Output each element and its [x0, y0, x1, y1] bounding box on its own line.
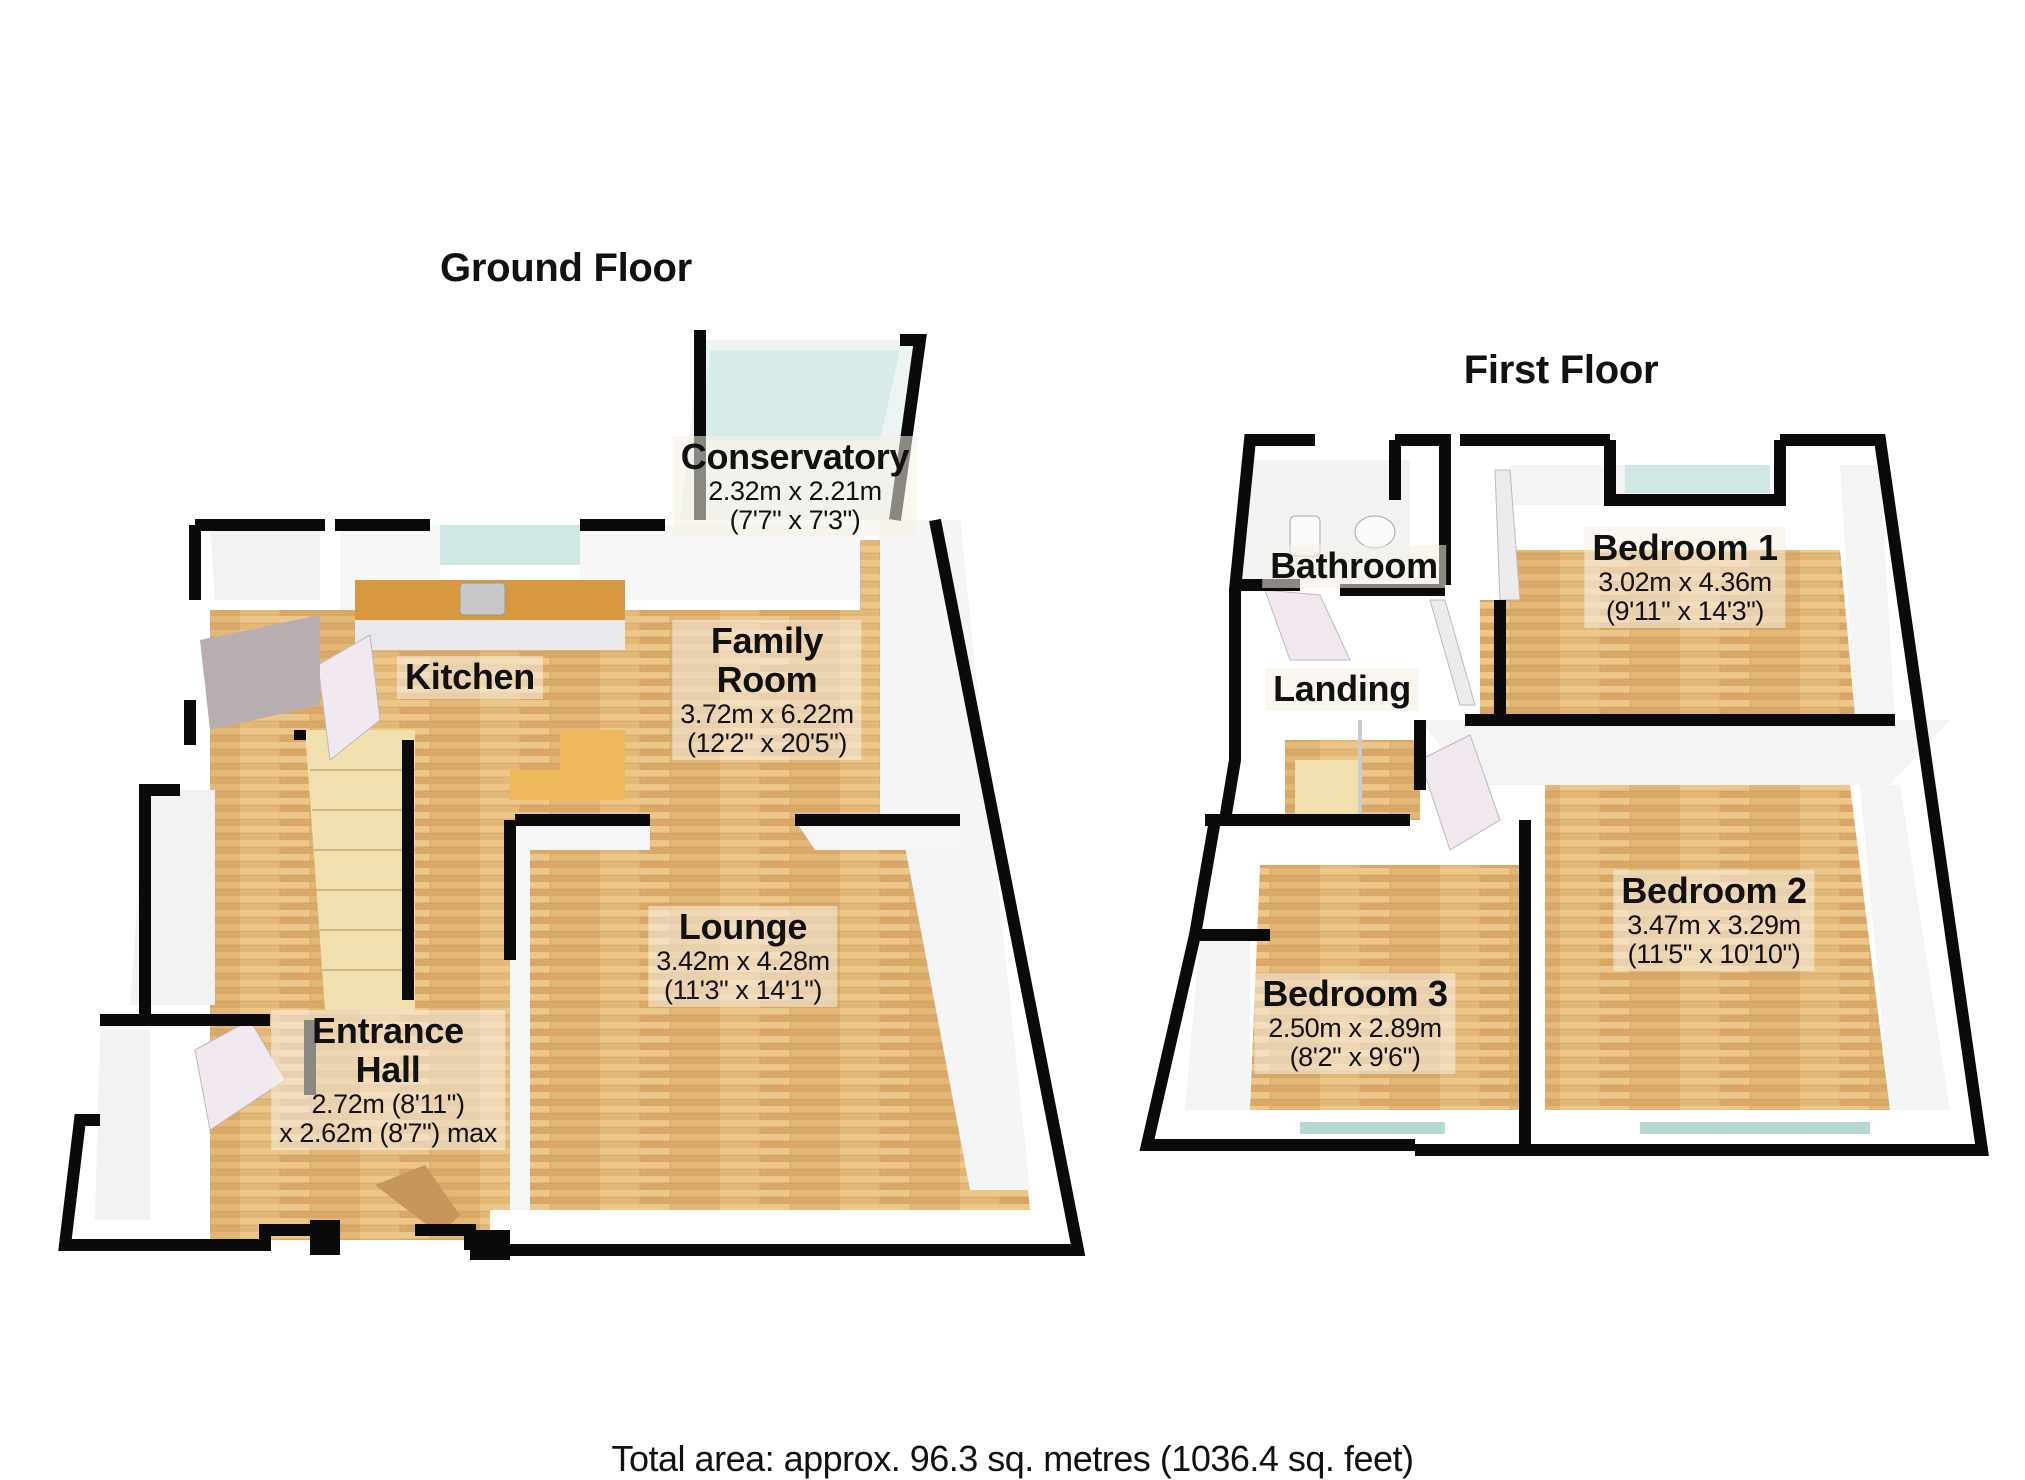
room-name: Bedroom 3 — [1262, 973, 1448, 1014]
room-dimensions-metric: 3.72m x 6.22m — [680, 698, 854, 729]
room-dimensions-metric: 2.32m x 2.21m — [708, 475, 882, 506]
room-name-line1: Family — [710, 620, 824, 661]
room-name: Conservatory — [680, 436, 910, 477]
room-name: Landing — [1273, 668, 1411, 709]
room-name-line1: Entrance — [312, 1010, 464, 1051]
sink-icon — [459, 582, 506, 616]
room-dimensions-imperial: (7'7" x 7'3") — [729, 505, 861, 536]
room-dimensions-line1: 2.72m (8'11") — [311, 1088, 465, 1119]
room-dimensions-imperial: (8'2" x 9'6") — [1289, 1042, 1421, 1073]
bathroom-door — [1264, 589, 1351, 661]
room-label-bedroom-1: Bedroom 1 3.02m x 4.36m (9'11" x 14'3") — [1584, 527, 1786, 629]
room-name: Lounge — [678, 906, 808, 947]
cupboard-door — [200, 615, 320, 730]
kitchen-cabinets — [355, 620, 625, 650]
room-name-line2: Hall — [355, 1048, 421, 1090]
room-label-bedroom-3: Bedroom 3 2.50m x 2.89m (8'2" x 9'6") — [1254, 973, 1456, 1075]
ground-stairs — [305, 730, 415, 1010]
room-dimensions-imperial: (12'2" x 20'5") — [686, 727, 848, 758]
room-label-conservatory: Conservatory 2.32m x 2.21m (7'7" x 7'3") — [672, 436, 918, 538]
room-name: Bathroom — [1270, 545, 1438, 586]
wardrobe-door — [1494, 469, 1521, 601]
first-floor-title: First Floor — [1463, 348, 1659, 392]
bedroom3-door — [1419, 734, 1501, 851]
basin-icon — [1354, 515, 1396, 549]
room-dimensions-imperial: (9'11" x 14'3") — [1605, 596, 1765, 627]
room-label-lounge: Lounge 3.42m x 4.28m (11'3" x 14'1") — [648, 906, 838, 1008]
room-label-bedroom-2: Bedroom 2 3.47m x 3.29m (11'5" x 10'10") — [1613, 870, 1815, 972]
bedroom1-door — [1429, 599, 1476, 706]
breakfast-bar — [510, 730, 625, 800]
room-label-landing: Landing — [1265, 668, 1419, 711]
room-dimensions-imperial: (11'5" x 10'10") — [1627, 939, 1801, 970]
room-dimensions-metric: 3.47m x 3.29m — [1627, 909, 1801, 940]
kitchen-door — [317, 634, 381, 761]
front-door — [375, 1165, 460, 1235]
room-label-entrance-hall: Entrance Hall 2.72m (8'11") x 2.62m (8'7… — [271, 1010, 505, 1151]
first-floor-walls — [1139, 434, 1989, 1156]
room-name-line2: Room — [716, 658, 818, 700]
room-dimensions-metric: 3.42m x 4.28m — [656, 945, 830, 976]
room-label-kitchen: Kitchen — [397, 656, 543, 699]
ground-floor-plan — [58, 330, 1086, 1260]
room-label-family-room: Family Room 3.72m x 6.22m (12'2" x 20'5"… — [672, 620, 862, 761]
room-name: Bedroom 1 — [1592, 527, 1778, 568]
room-name: Bedroom 2 — [1621, 870, 1807, 911]
room-dimensions-metric: 3.02m x 4.36m — [1598, 566, 1772, 597]
total-area-text: Total area: approx. 96.3 sq. metres (103… — [611, 1438, 1414, 1479]
room-dimensions-imperial: (11'3" x 14'1") — [663, 975, 823, 1006]
conservatory-glass — [700, 350, 900, 440]
ground-floor-title: Ground Floor — [440, 246, 692, 290]
room-label-bathroom: Bathroom — [1262, 545, 1446, 588]
room-dimensions-line2: x 2.62m (8'7") max — [279, 1117, 497, 1148]
room-dimensions-metric: 2.50m x 2.89m — [1268, 1012, 1442, 1043]
room-name: Kitchen — [405, 656, 535, 697]
first-floor-stairs — [1295, 720, 1362, 820]
